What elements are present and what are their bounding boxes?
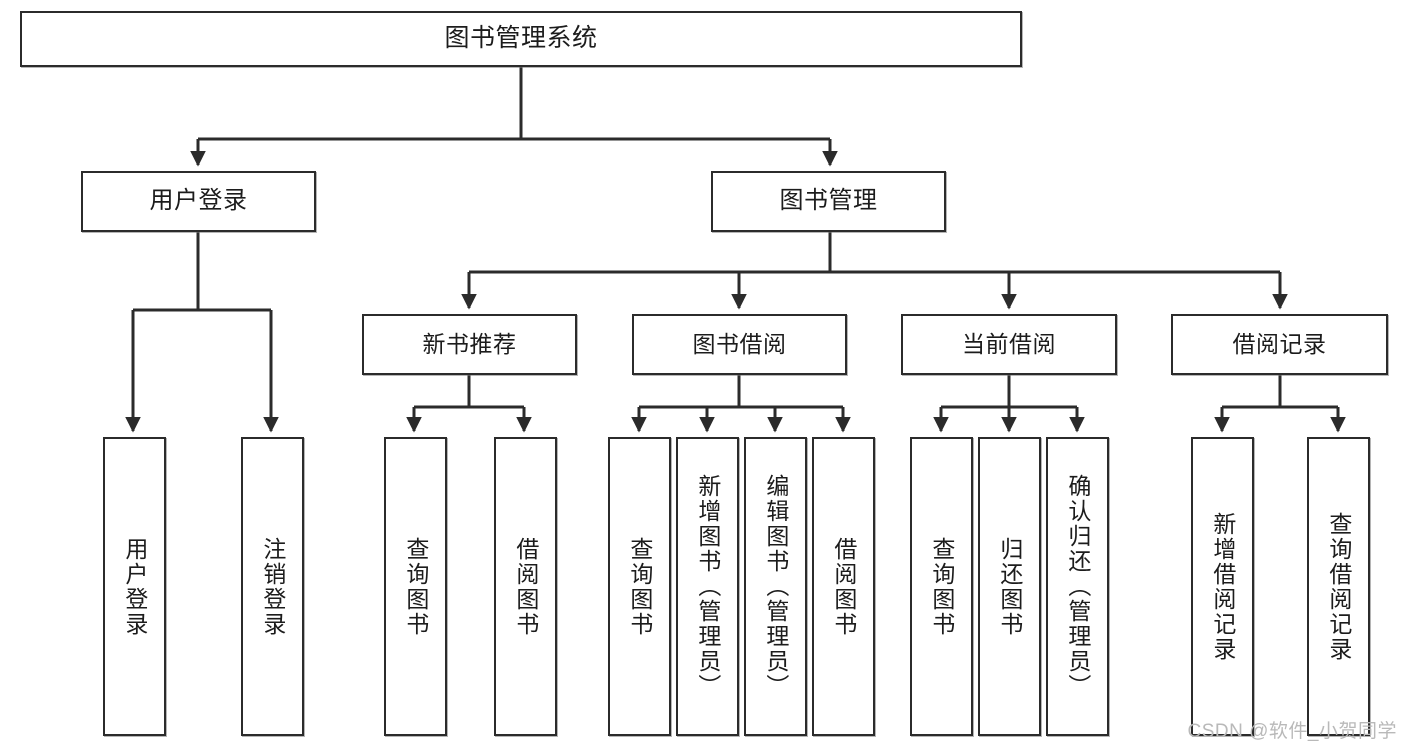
leaf-record-add-record-label: 新增借阅记录 [1209, 511, 1236, 662]
node-user-login[interactable]: 用户登录 [81, 171, 316, 232]
leaf-user-login-signout-label: 注销登录 [259, 536, 286, 637]
node-current-borrow-label: 当前借阅 [962, 330, 1056, 357]
leaf-current-query-book[interactable]: 查询图书 [910, 437, 973, 736]
leaf-borrow-borrow-book[interactable]: 借阅图书 [812, 437, 875, 736]
leaf-user-login-signin-label: 用户登录 [121, 536, 148, 637]
leaf-current-return-book[interactable]: 归还图书 [978, 437, 1041, 736]
leaf-borrow-add-book-admin-label: 新增图书（管理员） [694, 474, 721, 699]
leaf-borrow-borrow-book-label: 借阅图书 [830, 536, 857, 637]
node-root-label: 图书管理系统 [444, 24, 598, 53]
leaf-borrow-query-book[interactable]: 查询图书 [608, 437, 671, 736]
node-borrow-record-label: 借阅记录 [1232, 330, 1327, 357]
node-book-management[interactable]: 图书管理 [711, 171, 946, 232]
leaf-recommend-borrow-book-label: 借阅图书 [512, 536, 539, 637]
leaf-user-login-signin[interactable]: 用户登录 [103, 437, 166, 736]
leaf-current-confirm-return-admin-label: 确认归还（管理员） [1064, 474, 1091, 699]
leaf-borrow-query-book-label: 查询图书 [626, 536, 653, 637]
leaf-current-query-book-label: 查询图书 [928, 536, 955, 637]
node-current-borrow[interactable]: 当前借阅 [901, 314, 1117, 375]
node-book-borrow-label: 图书借阅 [692, 330, 787, 357]
leaf-current-return-book-label: 归还图书 [996, 536, 1023, 637]
node-book-management-label: 图书管理 [779, 187, 878, 215]
leaf-borrow-edit-book-admin-label: 编辑图书（管理员） [762, 474, 789, 699]
leaf-borrow-edit-book-admin[interactable]: 编辑图书（管理员） [744, 437, 807, 736]
leaf-record-add-record[interactable]: 新增借阅记录 [1191, 437, 1254, 736]
node-borrow-record[interactable]: 借阅记录 [1171, 314, 1388, 375]
leaf-record-query-record-label: 查询借阅记录 [1325, 511, 1352, 662]
node-user-login-label: 用户登录 [149, 187, 248, 215]
leaf-record-query-record[interactable]: 查询借阅记录 [1307, 437, 1370, 736]
leaf-current-confirm-return-admin[interactable]: 确认归还（管理员） [1046, 437, 1109, 736]
leaf-borrow-add-book-admin[interactable]: 新增图书（管理员） [676, 437, 739, 736]
node-new-book-recommend-label: 新书推荐 [422, 330, 517, 357]
node-new-book-recommend[interactable]: 新书推荐 [362, 314, 577, 375]
leaf-recommend-borrow-book[interactable]: 借阅图书 [494, 437, 557, 736]
leaf-recommend-query-book[interactable]: 查询图书 [384, 437, 447, 736]
node-root-system[interactable]: 图书管理系统 [20, 11, 1022, 67]
node-book-borrow[interactable]: 图书借阅 [632, 314, 847, 375]
leaf-recommend-query-book-label: 查询图书 [402, 536, 429, 637]
leaf-user-login-signout[interactable]: 注销登录 [241, 437, 304, 736]
